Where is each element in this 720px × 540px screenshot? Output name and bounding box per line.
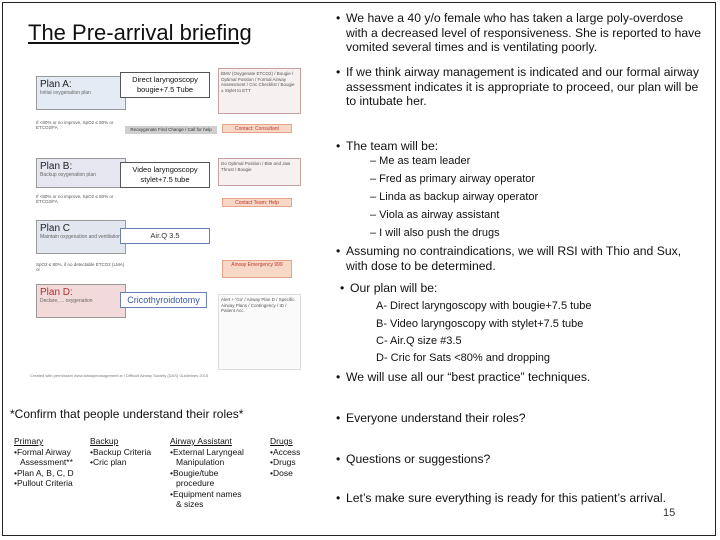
airway-plan-diagram: Plan A: Initial oxygenation plan Direct … [30,62,325,380]
team-member: – Me as team leader [370,155,471,167]
briefing-bullet-ready: Let’s make sure everything is ready for … [336,491,704,506]
plan-item: A- Direct laryngoscopy with bougie+7.5 t… [376,300,592,312]
plan-d-subtitle: Declare, ... oxygenation [40,298,93,304]
spo2-a-text: If <80% or no improve, SpO2 ≤ 80% or ETC… [36,120,114,130]
slide-title: The Pre-arrival briefing [28,20,252,45]
role-item: •Pullout Criteria [14,478,73,488]
briefing-bullet-roles-question: Everyone understand their roles? [336,411,704,426]
plan-a-title: Plan A: [40,79,72,90]
plan-a-subtitle: Initial oxygenation plan [40,90,91,96]
plan-b-title: Plan B: [40,161,73,172]
team-member: – Linda as backup airway operator [370,191,539,203]
team-member: – Fred as primary airway operator [370,173,536,185]
briefing-bullet-our-plan: Our plan will be: [340,281,690,296]
reoxygenate-strip-a: Reoxygenate Find Change / Call for help [125,126,217,134]
step-d-box: Cricothyroidotomy [120,292,207,308]
plan-b-box: Plan B: Backup oxygenation plan [36,158,126,188]
step-a-box: Direct laryngoscopy bougie+7.5 Tube [120,72,210,98]
plan-d-box: Plan D: Declare, ... oxygenation [36,284,126,318]
team-member: – I will also push the drugs [370,227,500,239]
plan-b-detail: Do Optimal Position / Bite and Jaw Thrus… [218,158,301,186]
contact-consultant-box: Contact: Consultant [222,124,292,133]
role-item: Assessment** [20,457,73,467]
role-header: Airway Assistant [170,436,232,446]
role-item: procedure [176,478,215,488]
role-item: & sizes [176,499,204,509]
role-item: •Backup Criteria [90,446,152,457]
briefing-bullet-team: The team will be: [336,139,704,154]
role-item: •Dose [270,467,293,478]
plan-a-detail: BMV (Oxygenate ETCO2) / Bougie / Optimal… [218,68,301,114]
plan-b-subtitle: Backup oxygenation plan [40,172,96,178]
plan-a-box: Plan A: Initial oxygenation plan [36,76,126,110]
airway-emergency-box: Airway Emergency 999 [222,260,292,278]
confirm-roles-heading: *Confirm that people understand their ro… [10,407,244,421]
step-b-box: Video laryngoscopy stylet+7.5 tube [120,162,210,188]
plan-c-subtitle: Maintain oxygenation and ventilation [40,234,121,240]
role-item: •Equipment names [170,488,242,499]
spo2-c-text: SpO2 ≤ 80%, if no detectable ETCO2 (LMA)… [36,262,125,272]
plan-item: C- Air.Q size #3.5 [376,335,462,347]
role-item: •Plan A, B, C, D [14,467,74,478]
role-header: Backup [90,436,119,446]
plan-c-title: Plan C [40,223,71,234]
team-member: – Viola as airway assistant [370,209,500,221]
briefing-bullet-questions: Questions or suggestions? [336,452,704,467]
roles-column-backup: Backup •Backup Criteria •Cric plan [90,436,151,468]
briefing-bullet-patient: We have a 40 y/o female who has taken a … [336,11,704,55]
role-item: •Cric plan [90,457,127,467]
diagram-footer: Created with permission www.airwaymanage… [30,373,209,378]
spo2-b-text: If <80% or no improve, SpO2 ≤ 80% or ETC… [36,194,114,204]
page-number: 15 [663,507,676,519]
role-header: Drugs [270,436,293,446]
briefing-bullet-best-practice: We will use all our “best practice” tech… [336,370,704,385]
plan-d-title: Plan D: [40,287,73,298]
role-item: •Formal Airway [14,446,71,457]
briefing-bullet-plan-intubate: If we think airway management is indicat… [336,65,704,109]
role-item: Manipulation [176,457,225,467]
role-item: •External Laryngeal [170,446,244,457]
plan-d-detail: Alert + 'Go' / Airway Plan D / Specific … [218,294,301,370]
contact-team-box: Contact Team: Help [222,198,292,207]
plan-c-box: Plan C Maintain oxygenation and ventilat… [36,220,126,254]
briefing-bullet-rsi: Assuming no contraindications, we will R… [336,244,704,273]
role-header: Primary [14,436,44,446]
role-item: •Drugs [270,457,296,467]
plan-item: D- Cric for Sats <80% and dropping [376,352,550,364]
roles-column-drugs: Drugs •Access •Drugs •Dose [270,436,300,478]
role-item: •Access [270,446,301,457]
step-c-box: Air.Q 3.5 [120,228,210,244]
plan-item: B- Video laryngoscopy with stylet+7.5 tu… [376,318,584,330]
roles-column-primary: Primary •Formal Airway Assessment** •Pla… [14,436,74,489]
roles-column-airway-assistant: Airway Assistant •External Laryngeal Man… [170,436,244,510]
role-item: •Bougie/tube [170,467,219,478]
